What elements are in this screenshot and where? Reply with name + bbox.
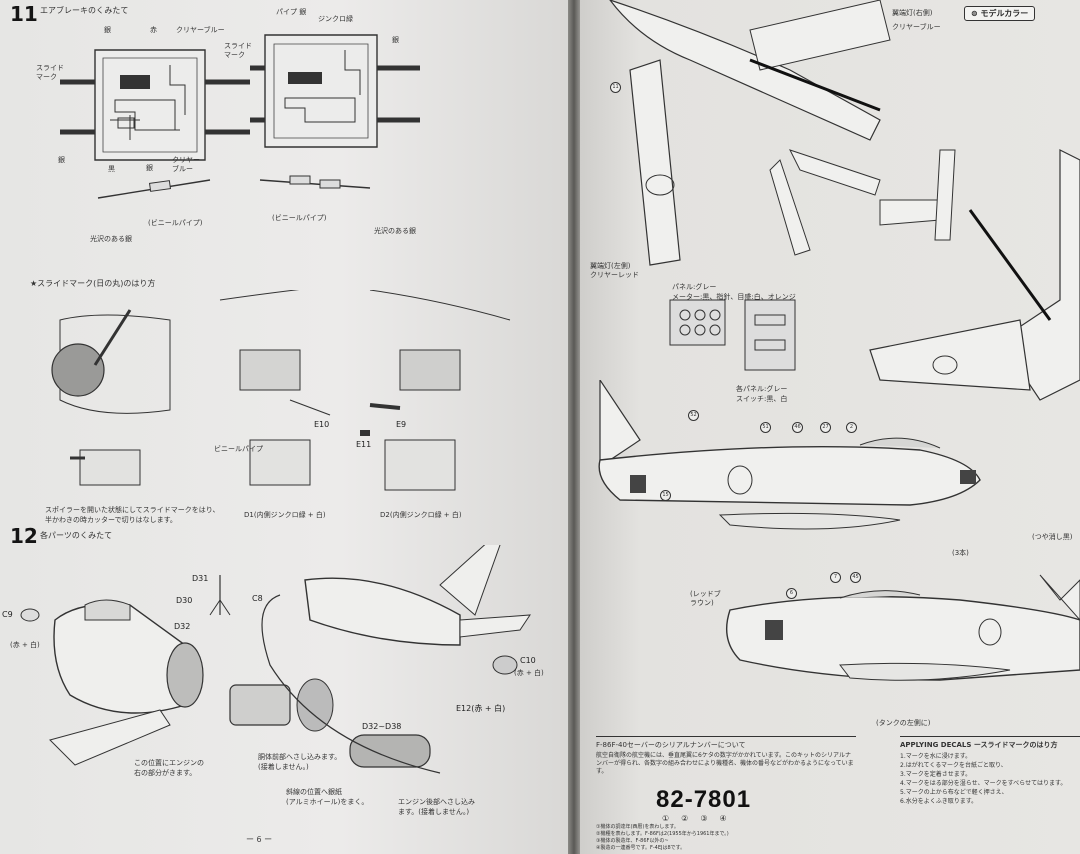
slide-mark-caption: スポイラーを開いた状態にしてスライドマークをはり、半かわきの時カッターで切りはな… [45, 506, 220, 524]
label-vinyl-pipe-c: ビニールパイプ [214, 445, 263, 453]
plane-top-views [580, 0, 1080, 430]
part-c9-note: (赤 + 白) [10, 641, 40, 649]
serial-marker-1: ① [662, 814, 670, 823]
part-e11: E11 [356, 440, 372, 449]
part-d32-d38: D32~D38 [362, 722, 402, 731]
part-e12: E12(赤 + 白) [456, 704, 506, 713]
label-clear-blue-a: クリヤーブルー [176, 26, 225, 34]
serial-heading: F-86F-40セーバーのシリアルナンバーについて [596, 741, 746, 749]
note-panel-colors: パネル:グレー メーター:黒、指針、目盛:白、オレンジ [672, 283, 796, 301]
callout-marker: 27 [820, 422, 831, 433]
callout-marker: 6 [786, 588, 797, 599]
step-12-number: 12 [10, 524, 38, 548]
part-e10: E10 [314, 420, 330, 429]
label-zinc-chromate: ジンクロ緑 [318, 15, 353, 23]
label-glossy-silver-b: 光沢のある銀 [374, 227, 416, 235]
part-d2: D2(内側ジンクロ緑 + 白) [380, 511, 462, 519]
callout-marker: 52 [688, 410, 699, 421]
note-wingtip-right: 翼端灯(右側) [892, 9, 933, 17]
part-c8: C8 [252, 594, 263, 603]
callout-marker: 45 [850, 572, 861, 583]
caption-wrap-foil: 斜線の位置へ銀紙 (アルミホイール)をまく。 [286, 788, 369, 806]
label-clear-blue-b: クリヤー ブルー [172, 156, 200, 173]
callout-marker: 51 [760, 422, 771, 433]
label-silver-c: 銀 [146, 164, 153, 172]
label-pipe-silver: パイプ 銀 [276, 8, 307, 16]
callout-marker: 7 [830, 572, 841, 583]
part-c10-note: (赤 + 白) [514, 669, 544, 677]
label-slide-mark-a: スライド マーク [36, 64, 64, 81]
part-d1: D1(内側ジンクロ緑 + 白) [244, 511, 326, 519]
serial-marker-3: ③ [700, 814, 708, 823]
step-12-title: 各パーツのくみたて [40, 531, 113, 540]
step-11-number: 11 [10, 2, 38, 26]
serial-marker-4: ④ [719, 814, 727, 823]
callout-marker: 2 [846, 422, 857, 433]
serial-marker-2: ② [681, 814, 689, 823]
part-c10: C10 [520, 656, 536, 665]
part-e9: E9 [396, 420, 407, 429]
note-three-tanks: (3本) [952, 549, 969, 557]
caption-insert-front: 胴体前部へさし込みます。 (接着しません。) [258, 753, 342, 771]
label-red-a: 赤 [150, 26, 157, 34]
applying-decals-title: APPLYING DECALS ースライドマークのはり方 [900, 741, 1058, 749]
slide-mark-drawings [40, 290, 560, 510]
label-vinyl-pipe-a: (ビニールパイプ) [148, 219, 203, 227]
right-page: ⊜ モデルカラー 翼端灯(右側) クリヤーブルー 翼端灯(左側) クリヤーレッド… [580, 0, 1080, 854]
airbrake-drawing-b [250, 20, 430, 220]
callout-marker: 15 [660, 490, 671, 501]
note-clear-blue: クリヤーブルー [892, 23, 941, 31]
serial-text: 航空自衛隊の航空機には、垂直尾翼に6ケタの数字がかかれています。このキットのシリ… [596, 752, 854, 775]
left-page: 11 エアブレーキのくみたて スライド マーク 銀 赤 クリヤーブルー 銀 黒 … [0, 0, 568, 854]
label-black-b: 黒 [108, 165, 115, 173]
applying-decals-text: 1.マークを水に浸けます。 2.はがれてくるマークを台紙ごと取り、 3.マークを… [900, 753, 1067, 805]
serial-details: ①機体の調達年(西暦)を表わします。 ②機種を表わします。F-86Fは2(195… [596, 824, 729, 851]
brand-logo-icon: ⊜ [971, 9, 981, 18]
book-gutter [566, 0, 582, 854]
slide-mark-title: ★スライドマーク(日の丸)のはり方 [30, 279, 156, 288]
callout-marker: 11 [610, 82, 621, 93]
caption-engine-position: この位置にエンジンの 右の部分がきます。 [134, 759, 204, 777]
step-11-title: エアブレーキのくみたて [40, 6, 129, 15]
note-matte-black: (つや消し黒) [1032, 533, 1073, 541]
plane-side-views [580, 380, 1080, 730]
part-d30: D30 [176, 596, 193, 605]
note-tank-side: (タンクの左側に) [876, 719, 931, 727]
note-side-panel-colors: 各パネル:グレー スイッチ:黒、白 [736, 385, 788, 403]
label-silver-a: 銀 [104, 26, 111, 34]
label-slide-mark-b: スライド マーク [224, 42, 252, 59]
part-c9: C9 [2, 610, 13, 619]
caption-insert-rear: エンジン後部へさし込み ます。(接着しません。) [398, 798, 475, 816]
serial-number: 82-7801 [656, 786, 752, 813]
fuselage-assembly-drawing [20, 545, 560, 825]
label-glossy-silver-a: 光沢のある銀 [90, 235, 132, 243]
part-d31: D31 [192, 574, 209, 583]
part-d32: D32 [174, 622, 191, 631]
callout-marker: 46 [792, 422, 803, 433]
serial-block: F-86F-40セーバーのシリアルナンバーについて 航空自衛隊の航空機には、垂直… [596, 736, 856, 776]
airbrake-drawing-a [60, 20, 260, 210]
label-silver-d: 銀 [392, 36, 399, 44]
serial-digit-markers: ① ② ③ ④ [662, 814, 727, 823]
applying-decals-block: APPLYING DECALS ースライドマークのはり方 1.マークを水に浸けま… [900, 736, 1080, 806]
brand-name: モデルカラー [980, 9, 1029, 18]
note-red-brown: (レッドブ ラウン) [690, 590, 721, 607]
label-vinyl-pipe-b: (ビニールパイプ) [272, 214, 327, 222]
label-silver-b: 銀 [58, 156, 65, 164]
brand-badge: ⊜ モデルカラー [964, 6, 1036, 21]
page-number: ー 6 ー [246, 835, 273, 844]
note-wingtip-left: 翼端灯(左側) クリヤーレッド [590, 262, 639, 279]
